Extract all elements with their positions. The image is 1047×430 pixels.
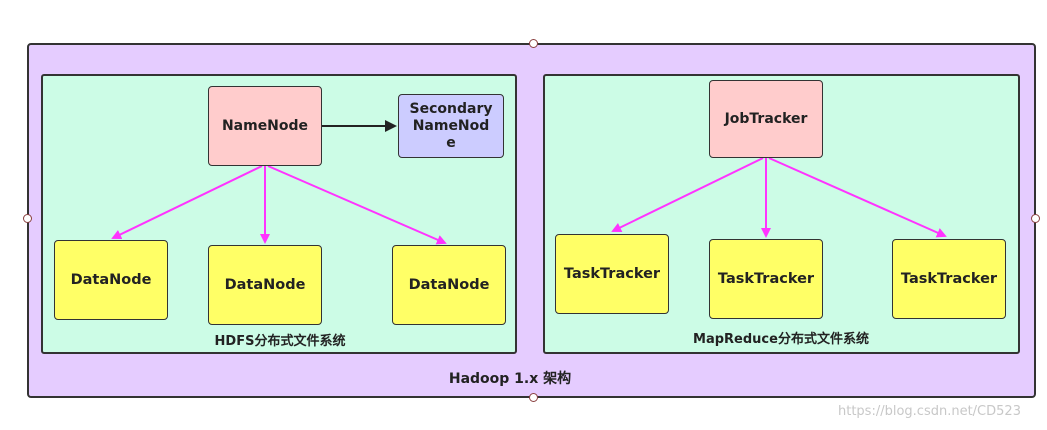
bottom-resize-handle[interactable] [529, 393, 538, 402]
namenode-label: NameNode [221, 118, 309, 134]
diagram-title: Hadoop 1.x 架构 [448, 371, 572, 387]
datanode-3-box[interactable]: DataNode [392, 245, 506, 325]
jobtracker-to-tasktracker-1-edge [611, 157, 764, 232]
watermark-text: https://blog.csdn.net/CD523 [838, 404, 1021, 419]
tasktracker-3-label: TaskTracker [900, 271, 998, 287]
jobtracker-box[interactable]: JobTracker [709, 80, 823, 158]
tasktracker-3-box[interactable]: TaskTracker [892, 239, 1006, 319]
datanode-2-box[interactable]: DataNode [208, 245, 322, 325]
right-resize-handle[interactable] [1031, 214, 1040, 223]
secondary-namenode-label: Secondary NameNod e [409, 100, 493, 151]
left-resize-handle[interactable] [23, 214, 32, 223]
namenode-box[interactable]: NameNode [208, 86, 322, 166]
namenode-to-datanode-3-edge [267, 165, 447, 245]
jobtracker-to-tasktracker-3-edge [768, 157, 947, 238]
tasktracker-2-box[interactable]: TaskTracker [709, 239, 823, 319]
mapreduce-caption: MapReduce分布式文件系统 [693, 332, 869, 347]
tasktracker-2-label: TaskTracker [717, 271, 815, 287]
datanode-1-label: DataNode [70, 272, 152, 288]
top-resize-handle[interactable] [529, 39, 538, 48]
secondary-namenode-box[interactable]: Secondary NameNod e [398, 94, 504, 158]
tasktracker-1-label: TaskTracker [563, 266, 661, 282]
jobtracker-label: JobTracker [724, 111, 808, 127]
datanode-3-label: DataNode [408, 277, 490, 293]
namenode-to-datanode-1-edge [111, 165, 263, 240]
hdfs-caption: HDFS分布式文件系统 [214, 334, 346, 349]
tasktracker-1-box[interactable]: TaskTracker [555, 234, 669, 314]
datanode-1-box[interactable]: DataNode [54, 240, 168, 320]
datanode-2-label: DataNode [224, 277, 306, 293]
